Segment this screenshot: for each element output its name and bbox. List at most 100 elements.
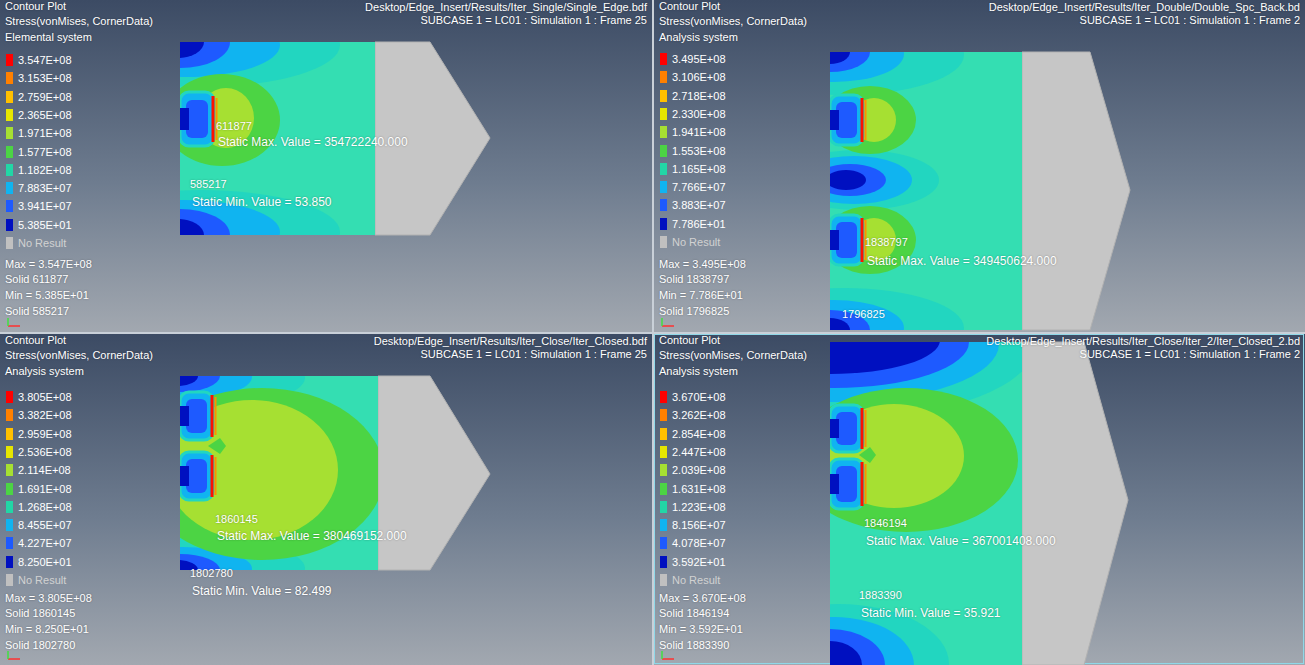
legend-swatch	[660, 108, 667, 120]
legend-swatch	[660, 464, 667, 476]
viewport-header-text: Max = 3.805E+08	[5, 592, 92, 605]
result-annotation: 1802780	[190, 567, 233, 580]
legend-swatch	[660, 163, 667, 175]
legend-swatch	[6, 109, 13, 121]
legend-value: 8.455E+07	[18, 518, 72, 532]
viewport-header-text: Stress(vonMises, CornerData)	[5, 15, 153, 28]
viewport-header-text: Solid 1796825	[659, 305, 729, 318]
viewport-header-text: Solid 1802780	[5, 639, 75, 652]
legend-swatch	[660, 537, 667, 549]
result-annotation: Static Min. Value = 82.499	[192, 584, 332, 598]
result-annotation: Static Min. Value = 53.850	[192, 195, 332, 209]
viewport-header-text: Contour Plot	[659, 0, 720, 13]
contour-viewport: Contour PlotStress(vonMises, CornerData)…	[0, 334, 652, 665]
result-annotation: Static Max. Value = 367001408.000	[866, 534, 1056, 548]
result-annotation: Static Max. Value = 354722240.000	[218, 135, 408, 149]
legend-value: 3.941E+07	[18, 199, 72, 213]
viewport-background	[0, 334, 652, 665]
legend-swatch	[660, 409, 667, 421]
legend-value: 2.114E+08	[18, 463, 71, 477]
legend-swatch	[660, 446, 667, 458]
legend-swatch	[6, 428, 13, 440]
viewport-background	[0, 0, 652, 332]
viewport-header-text: Min = 7.786E+01	[659, 289, 743, 302]
contour-viewport: Contour PlotStress(vonMises, CornerData)…	[654, 0, 1305, 332]
legend-swatch	[660, 90, 667, 102]
fe-model	[724, 15, 1130, 368]
legend-swatch	[660, 199, 667, 211]
legend-value: 8.156E+07	[672, 518, 726, 532]
legend-swatch	[6, 409, 13, 421]
viewport-header-text: SUBCASE 1 = LC01 : Simulation 1 : Frame …	[420, 14, 647, 27]
legend-value: 1.971E+08	[18, 126, 72, 140]
viewport-header-text: Solid 1860145	[5, 607, 75, 620]
viewport-header-text: Analysis system	[659, 365, 738, 378]
result-annotation: 611877	[216, 120, 252, 133]
legend-swatch	[660, 218, 667, 230]
viewport-header-text: Desktop/Edge_Insert/Results/Iter_Single/…	[365, 1, 647, 14]
legend-value: 1.223E+08	[672, 500, 726, 514]
legend-swatch	[6, 182, 13, 194]
legend-swatch	[660, 391, 667, 403]
legend-value: 3.883E+07	[672, 198, 726, 212]
fe-model	[85, 348, 490, 598]
legend-swatch	[660, 428, 667, 440]
result-annotation: 1838797	[865, 236, 908, 249]
result-annotation: 1860145	[215, 513, 258, 526]
result-annotation: 1796825	[842, 308, 885, 321]
viewport-header-text: Solid 1846194	[659, 607, 729, 620]
result-annotation: Static Max. Value = 349450624.000	[867, 254, 1057, 268]
legend-swatch	[660, 556, 667, 568]
viewport-header-text: Max = 3.670E+08	[659, 592, 746, 605]
legend-swatch	[660, 574, 667, 586]
legend-value: 2.759E+08	[18, 90, 72, 104]
viewport-header-text: SUBCASE 1 = LC01 : Simulation 1 : Frame …	[420, 348, 647, 361]
legend-value: 2.365E+08	[18, 108, 72, 122]
legend-swatch	[6, 446, 13, 458]
legend-value: No Result	[672, 573, 720, 587]
legend-value: 2.718E+08	[672, 89, 726, 103]
legend-value: No Result	[18, 236, 66, 250]
result-annotation: 1883390	[859, 589, 902, 602]
legend-value: No Result	[672, 235, 720, 249]
legend-value: 1.691E+08	[18, 482, 72, 496]
legend-value: 7.786E+01	[672, 217, 726, 231]
legend-swatch	[6, 146, 13, 158]
legend-value: 4.078E+07	[672, 536, 726, 550]
legend-swatch	[6, 574, 13, 586]
legend-swatch	[6, 200, 13, 212]
result-annotation: 585217	[190, 178, 227, 191]
viewport-header-text: Min = 5.385E+01	[5, 289, 89, 302]
viewport-header-text: Solid 1838797	[659, 273, 729, 286]
viewport-header-text: Contour Plot	[659, 334, 720, 347]
legend-swatch	[660, 53, 667, 65]
legend-value: 3.153E+08	[18, 71, 72, 85]
result-annotation: Static Min. Value = 35.921	[861, 606, 1001, 620]
legend-value: 1.941E+08	[672, 125, 726, 139]
legend-value: 3.106E+08	[672, 70, 726, 84]
viewport-header-text: Solid 585217	[5, 305, 69, 318]
legend-swatch	[660, 181, 667, 193]
legend-swatch	[6, 391, 13, 403]
legend-swatch	[660, 145, 667, 157]
legend-value: 2.536E+08	[18, 445, 72, 459]
legend-value: 3.382E+08	[18, 408, 72, 422]
legend-swatch	[6, 91, 13, 103]
legend-swatch	[6, 556, 13, 568]
viewport-header-text: SUBCASE 1 = LC01 : Simulation 1 : Frame …	[1080, 14, 1300, 27]
result-annotation: Static Max. Value = 380469152.000	[217, 529, 407, 543]
legend-value: 5.385E+01	[18, 218, 72, 232]
viewport-header-text: Min = 3.592E+01	[659, 623, 743, 636]
legend-value: 1.182E+08	[18, 163, 72, 177]
legend-swatch	[6, 464, 13, 476]
viewport-header-text: Stress(vonMises, CornerData)	[659, 349, 807, 362]
legend-value: No Result	[18, 573, 66, 587]
fe-model	[60, 3, 490, 274]
legend-value: 1.165E+08	[672, 162, 726, 176]
viewport-header-text: Desktop/Edge_Insert/Results/Iter_Close/I…	[374, 335, 647, 348]
viewport-header-text: Solid 1883390	[659, 639, 729, 652]
viewport-divider	[0, 332, 1305, 334]
viewport-header-text: Elemental system	[5, 31, 92, 44]
legend-value: 1.553E+08	[672, 144, 726, 158]
